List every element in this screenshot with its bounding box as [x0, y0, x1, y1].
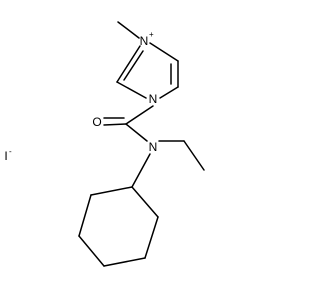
atom-n-plus-charge: + — [149, 30, 154, 39]
atom-n-ring: N — [149, 92, 158, 106]
structure-canvas: N + N O N I - — [4, 21, 205, 267]
bond-carbonyl-oxygen — [103, 123, 127, 126]
bond-cy-1-2 — [131, 186, 159, 218]
iodide-charge: - — [9, 147, 12, 156]
bond-cy-2-3 — [144, 216, 159, 259]
bond-c2-n-plus-double — [123, 50, 144, 81]
bond-cy-3-4 — [103, 257, 146, 267]
bond-methyl-n-plus — [117, 21, 140, 39]
iodide-ion: I — [4, 149, 7, 163]
bond-cy-6-1 — [90, 186, 133, 196]
atom-oxygen: O — [92, 115, 101, 129]
bond-c5-n-ring — [159, 86, 179, 99]
molecule-structure: N + N O N I - — [4, 21, 205, 267]
bond-n-plus-c4 — [149, 42, 179, 62]
bond-ch2-ch3 — [183, 140, 205, 171]
bond-cy-5-6 — [78, 194, 92, 237]
bond-n-ring-carbonyl — [125, 105, 154, 125]
bond-n-ring-c2 — [116, 81, 147, 99]
atom-n-amide: N — [149, 140, 158, 154]
bond-cy-4-5 — [78, 235, 105, 267]
bond-carbonyl-n-amide — [125, 123, 148, 142]
bond-n-amide-cyclohexyl — [131, 153, 151, 188]
bond-c2-n-plus — [116, 45, 141, 83]
atom-n-plus: N — [140, 34, 149, 48]
